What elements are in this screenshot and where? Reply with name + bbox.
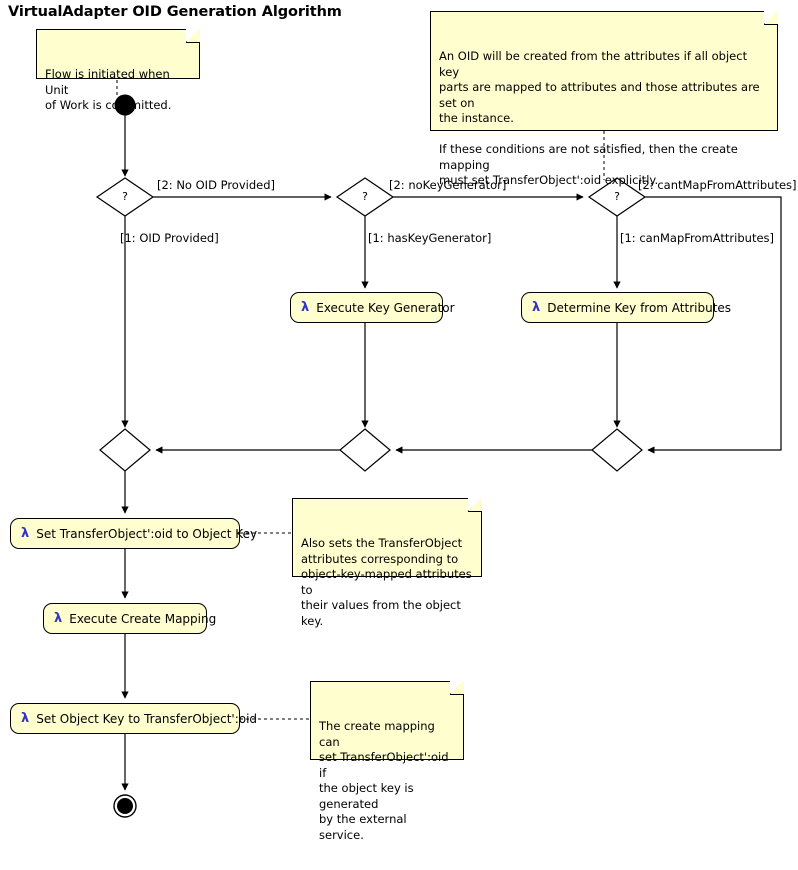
edge-label-oid-provided: [1: OID Provided] bbox=[120, 231, 219, 245]
merge-1 bbox=[99, 428, 151, 472]
diagram-title: VirtualAdapter OID Generation Algorithm bbox=[8, 4, 342, 20]
action-set-transferobject-oid[interactable]: λ Set TransferObject':oid to Object Key bbox=[10, 518, 257, 549]
note-fold-icon bbox=[186, 28, 200, 43]
edge-label-cant-map-from-attributes: [2: cantMapFromAttributes] bbox=[638, 178, 797, 192]
action-set-object-key[interactable]: λ Set Object Key to TransferObject':oid bbox=[10, 703, 257, 734]
decision-oid-provided-label: ? bbox=[122, 190, 128, 203]
action-determine-key-from-attributes-label: Determine Key from Attributes bbox=[547, 300, 732, 315]
merge-2 bbox=[339, 428, 391, 472]
note-start: Flow is initiated when Unit of Work is c… bbox=[36, 28, 200, 112]
note-also-sets-text: Also sets the TransferObject attributes … bbox=[301, 536, 472, 628]
note-also-sets: Also sets the TransferObject attributes … bbox=[292, 497, 482, 628]
start-node bbox=[114, 94, 136, 116]
edge-label-has-key-generator: [1: hasKeyGenerator] bbox=[368, 231, 492, 245]
lambda-icon: λ bbox=[54, 611, 63, 626]
merge-3 bbox=[591, 428, 643, 472]
action-determine-key-from-attributes[interactable]: λ Determine Key from Attributes bbox=[521, 292, 731, 323]
final-node-core bbox=[117, 798, 133, 814]
action-execute-create-mapping[interactable]: λ Execute Create Mapping bbox=[43, 603, 216, 634]
note-fold-icon bbox=[468, 497, 482, 512]
edge-label-can-map-from-attributes: [1: canMapFromAttributes] bbox=[620, 231, 775, 245]
note-fold-icon bbox=[450, 680, 464, 695]
decision-map-from-attributes-label: ? bbox=[614, 190, 620, 203]
decision-key-generator-label: ? bbox=[362, 190, 368, 203]
note-create-mapping-text: The create mapping can set TransferObjec… bbox=[319, 719, 449, 842]
note-fold-icon bbox=[764, 10, 778, 25]
action-set-object-key-label: Set Object Key to TransferObject':oid bbox=[36, 711, 258, 726]
edge-label-no-oid-provided: [2: No OID Provided] bbox=[157, 178, 275, 192]
note-start-text: Flow is initiated when Unit of Work is c… bbox=[45, 67, 172, 112]
lambda-icon: λ bbox=[301, 300, 310, 315]
note-oid-attributes: An OID will be created from the attribut… bbox=[430, 10, 778, 187]
action-set-transferobject-oid-label: Set TransferObject':oid to Object Key bbox=[36, 526, 258, 541]
action-execute-key-generator-label: Execute Key Generator bbox=[316, 300, 455, 315]
note-anchor-lines bbox=[116, 80, 605, 720]
lambda-icon: λ bbox=[532, 300, 541, 315]
edge-label-no-key-generator: [2: noKeyGenerator] bbox=[389, 178, 506, 192]
lambda-icon: λ bbox=[21, 711, 30, 726]
action-execute-create-mapping-label: Execute Create Mapping bbox=[69, 611, 217, 626]
note-oid-attributes-text: An OID will be created from the attribut… bbox=[439, 49, 760, 187]
lambda-icon: λ bbox=[21, 526, 30, 541]
action-execute-key-generator[interactable]: λ Execute Key Generator bbox=[290, 292, 455, 323]
note-create-mapping: The create mapping can set TransferObjec… bbox=[310, 680, 464, 842]
